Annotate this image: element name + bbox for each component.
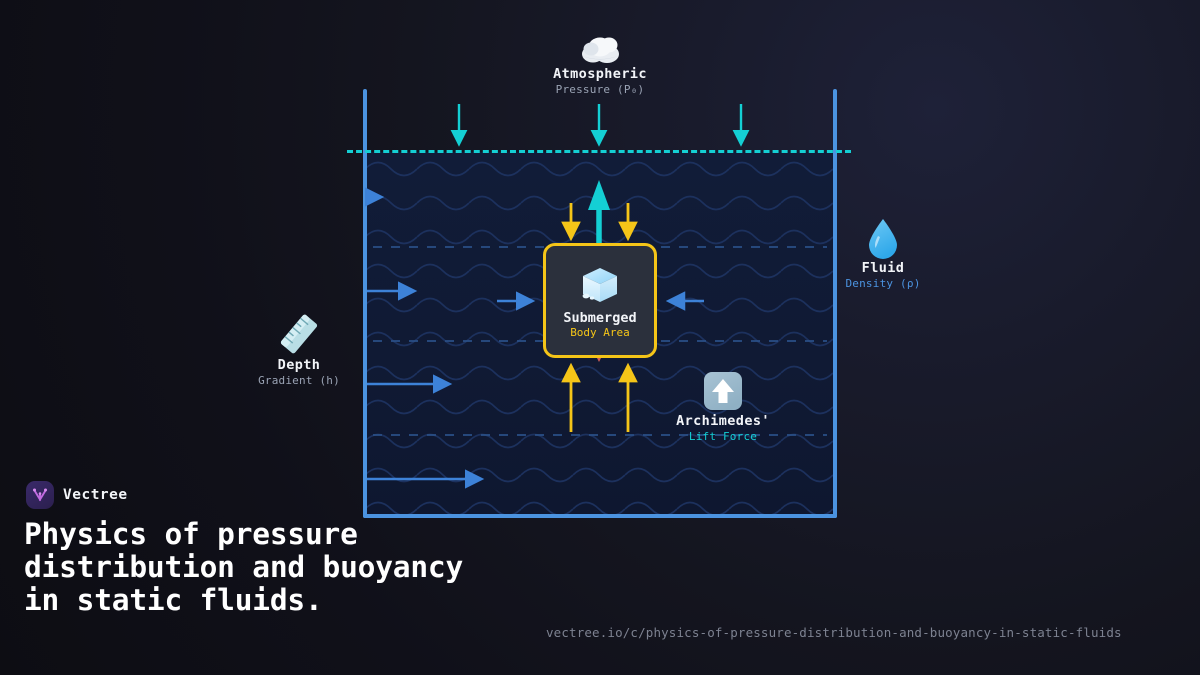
- atmospheric-node[interactable]: Atmospheric Pressure (P₀): [500, 32, 700, 98]
- page-url: vectree.io/c/physics-of-pressure-distrib…: [546, 625, 1122, 640]
- cloud-icon: [500, 32, 700, 66]
- atmospheric-pressure-arrow: [450, 104, 750, 147]
- submerged-body-title: Submerged: [563, 310, 637, 326]
- submerged-body-subtitle: Body Area: [570, 326, 630, 339]
- depth-subtitle: Gradient (h): [258, 373, 340, 387]
- fluid-surface-line: [347, 150, 851, 153]
- water-drop-icon: [812, 216, 954, 260]
- lateral-pressure-arrow: [364, 187, 485, 489]
- fluid-title: Fluid: [861, 260, 905, 276]
- up-arrow-button-icon: [652, 369, 794, 413]
- archimedes-node[interactable]: Archimedes' Lift Force: [652, 369, 794, 445]
- brand-name: Vectree: [63, 487, 128, 503]
- tank-wall-right: [833, 89, 837, 518]
- ruler-icon: [224, 311, 374, 357]
- archimedes-subtitle: Lift Force: [688, 429, 758, 443]
- depth-title: Depth: [277, 357, 321, 373]
- brand[interactable]: Vectree: [26, 481, 128, 509]
- depth-gradient-line: [373, 246, 827, 436]
- upward-pressure-arrow: [561, 362, 638, 432]
- fluid-subtitle: Density (ρ): [845, 276, 921, 290]
- archimedes-title: Archimedes': [676, 413, 770, 429]
- vectree-v-logo-icon: [26, 481, 54, 509]
- ice-cube-icon: [577, 262, 623, 308]
- atmospheric-title: Atmospheric: [553, 66, 647, 82]
- tank-bottom: [363, 514, 837, 518]
- depth-node[interactable]: Depth Gradient (h): [224, 311, 374, 389]
- atmospheric-subtitle: Pressure (P₀): [555, 82, 645, 96]
- page-headline: Physics of pressure distribution and buo…: [24, 517, 464, 618]
- fluid-node[interactable]: Fluid Density (ρ): [812, 216, 954, 292]
- submerged-body-node[interactable]: Submerged Body Area: [543, 243, 657, 358]
- tank-wall-left: [363, 89, 367, 518]
- downward-pressure-arrow: [561, 203, 638, 242]
